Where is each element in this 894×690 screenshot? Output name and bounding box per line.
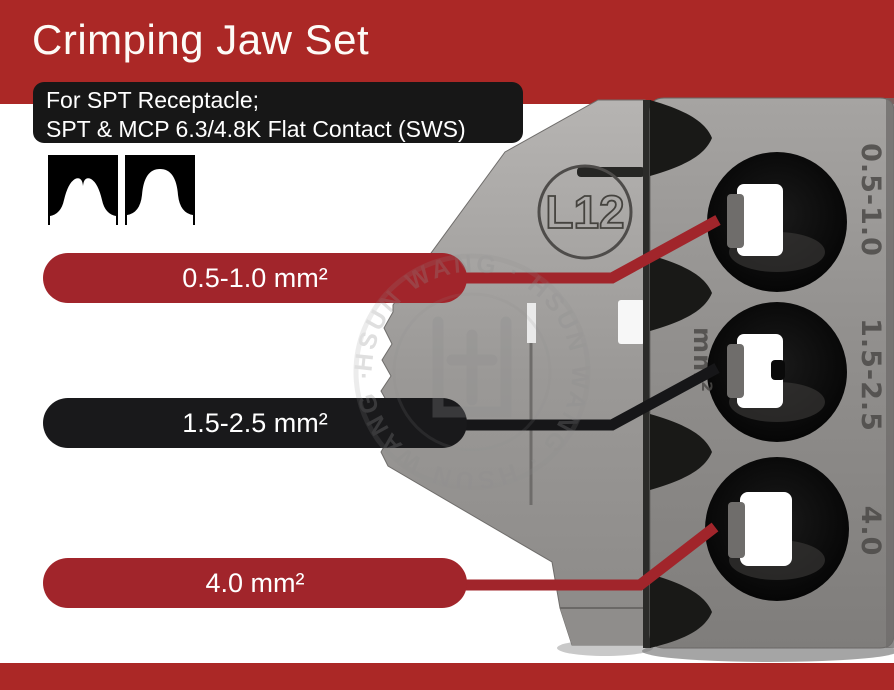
closed-barrel-crimp-icon bbox=[125, 155, 195, 225]
subtitle-line2: SPT & MCP 6.3/4.8K Flat Contact (SWS) bbox=[46, 116, 466, 142]
callout-pill-middle: 1.5-2.5 mm² bbox=[43, 398, 467, 448]
crimp-profile-icons bbox=[48, 155, 195, 225]
callout-label-top: 0.5-1.0 mm² bbox=[182, 262, 328, 293]
callout-label-middle: 1.5-2.5 mm² bbox=[182, 407, 328, 438]
subtitle-line1: For SPT Receptacle; bbox=[46, 87, 260, 113]
jaw-seam bbox=[643, 100, 651, 648]
stamp-text: L12 bbox=[545, 186, 624, 238]
jaw-cavity-bottom bbox=[705, 457, 849, 601]
jaw-cavity-middle bbox=[707, 302, 847, 442]
engraved-label-middle: 1.5-2.5 bbox=[855, 318, 886, 432]
jaw-stamp-L12: L12 bbox=[537, 164, 633, 260]
callout-line-middle bbox=[455, 363, 720, 431]
engraved-label-top: 0.5-1.0 bbox=[855, 143, 886, 257]
subtitle-box: For SPT Receptacle; SPT & MCP 6.3/4.8K F… bbox=[33, 82, 523, 143]
jaw-gap-highlight bbox=[618, 300, 645, 344]
callout-pill-bottom: 4.0 mm² bbox=[43, 558, 467, 608]
footer-band bbox=[0, 663, 894, 690]
callout-lines bbox=[455, 215, 721, 591]
open-barrel-crimp-icon bbox=[48, 155, 118, 225]
callout-line-bottom bbox=[455, 522, 719, 591]
page-title: Crimping Jaw Set bbox=[32, 16, 370, 63]
callout-label-bottom: 4.0 mm² bbox=[205, 567, 305, 598]
callout-line-top bbox=[455, 215, 721, 284]
callout-pill-top: 0.5-1.0 mm² bbox=[43, 253, 467, 303]
jaw-top-slot bbox=[577, 167, 645, 177]
jaw-cavity-top bbox=[707, 152, 847, 292]
engraved-label-bottom: 4.0 bbox=[855, 506, 886, 557]
